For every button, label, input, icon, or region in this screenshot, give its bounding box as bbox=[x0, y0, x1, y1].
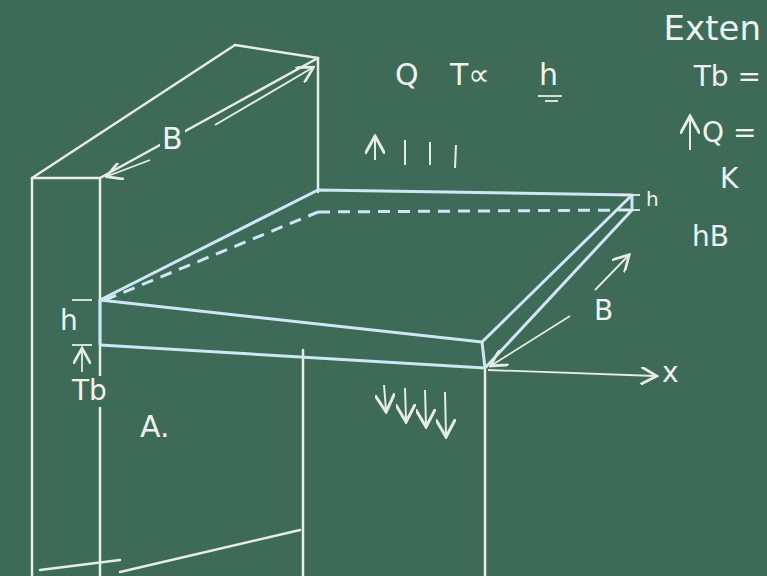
chalk-label: B bbox=[160, 122, 185, 155]
chalk-label: Q = bbox=[700, 118, 758, 149]
chalk-label: h bbox=[58, 306, 80, 337]
chalk-label: h bbox=[644, 188, 661, 210]
chalk-label: Exten bbox=[662, 10, 763, 47]
chalk-label: Tb bbox=[70, 376, 109, 407]
chalk-label: h bbox=[537, 58, 560, 91]
chalk-label: A. bbox=[138, 410, 172, 443]
chalk-label: B bbox=[592, 296, 615, 327]
chalk-label: hB bbox=[690, 222, 731, 253]
chalk-label: x bbox=[660, 358, 681, 389]
chalk-label: Q bbox=[393, 58, 421, 91]
chalk-label: T∝ bbox=[448, 58, 492, 91]
chalk-label: K bbox=[718, 164, 740, 195]
chalk-label: Tb = bbox=[692, 62, 763, 93]
